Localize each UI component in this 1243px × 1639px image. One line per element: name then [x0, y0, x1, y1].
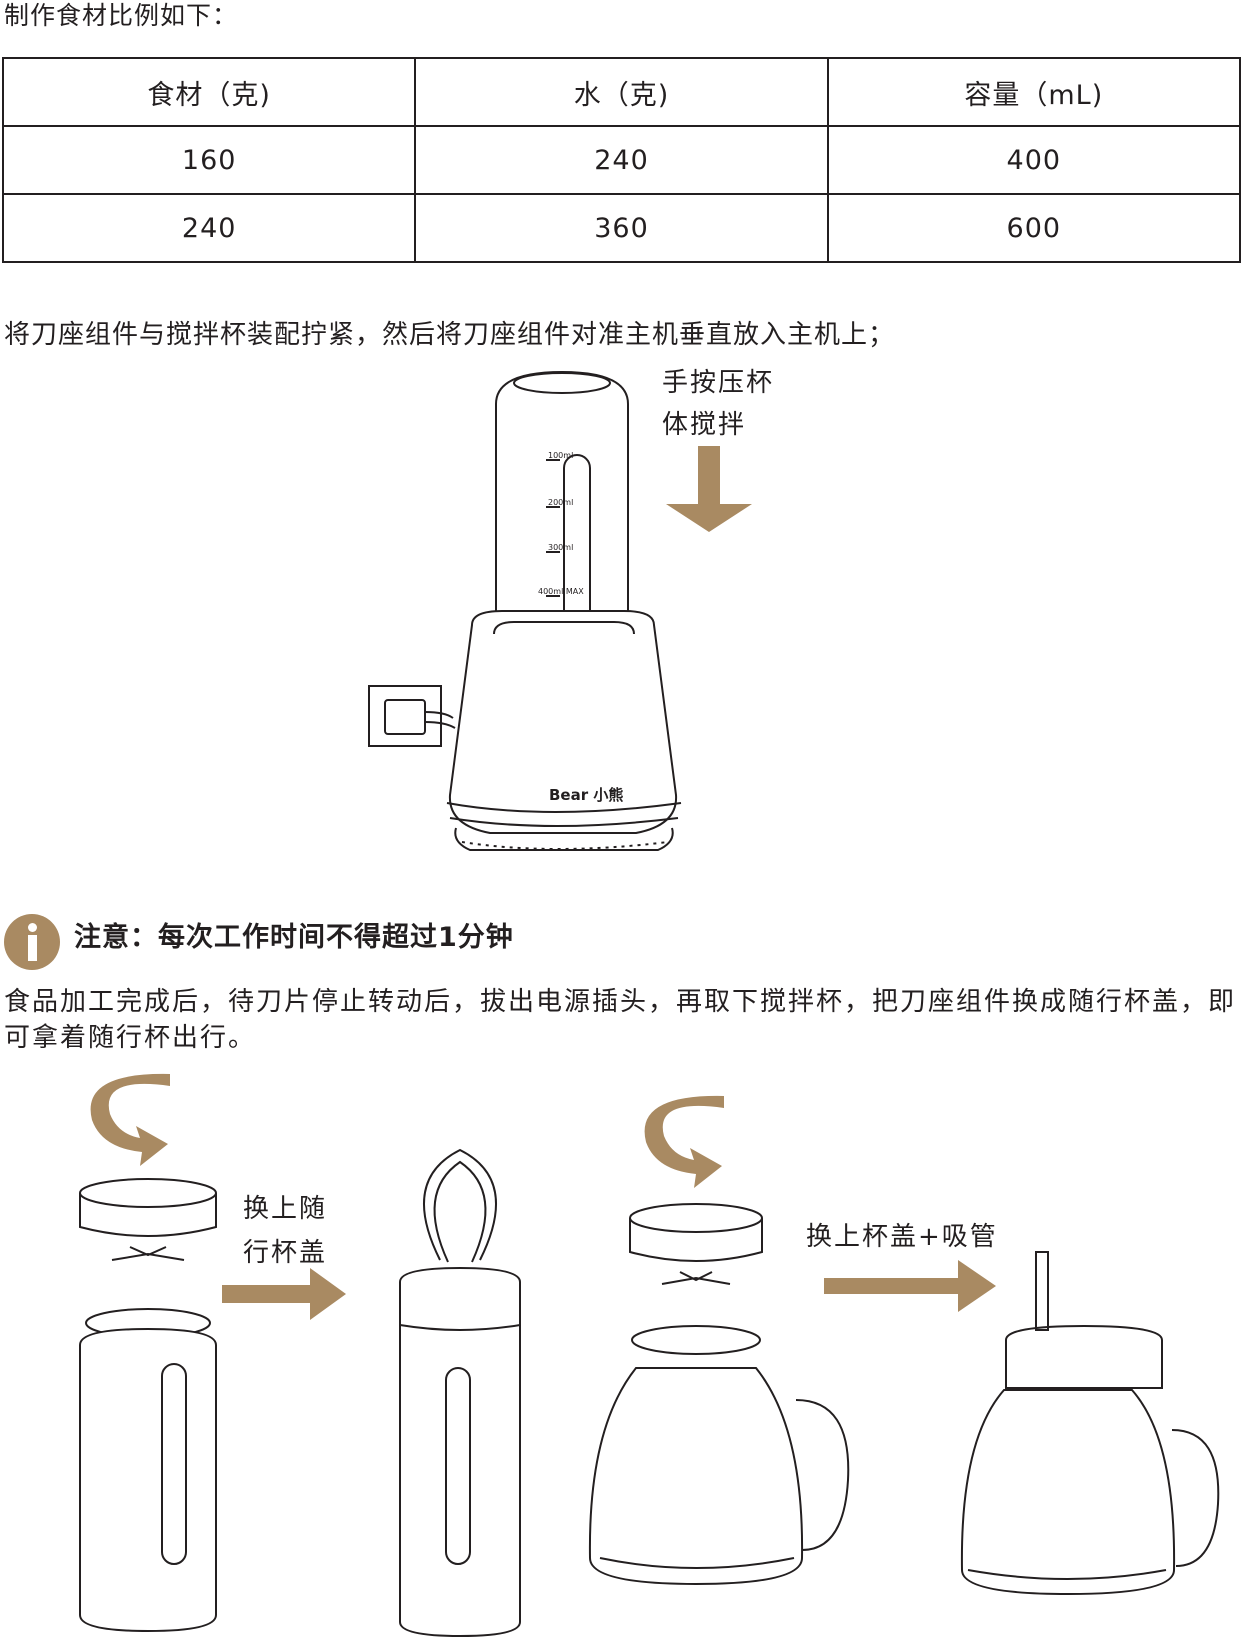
table-row: 240 360 600 [1, 193, 1242, 263]
travel-cup-body [79, 1308, 217, 1633]
press-down-arrow-icon [666, 446, 752, 532]
brand-logo: Bear 小熊 [549, 786, 623, 804]
note-title: 注意：每次工作时间不得超过1分钟 [74, 922, 514, 953]
note-body: 食品加工完成后，待刀片停止转动后，拔出电源插头，再取下搅拌杯，把刀座组件换成随行… [4, 987, 1237, 1053]
table-row: 160 240 400 [1, 125, 1242, 195]
caption-left-line2: 行杯盖 [243, 1238, 328, 1268]
blade-assembly-left [79, 1178, 217, 1261]
cup-scale-marks [546, 459, 560, 597]
table-header-cell: 水（克) [414, 57, 829, 127]
rotate-arrow-icon [644, 1095, 724, 1188]
scale-label: 200ml [548, 498, 573, 507]
table-cell: 400 [826, 125, 1242, 195]
press-label-line1: 手按压杯 [662, 368, 775, 398]
blender-illustration [368, 370, 752, 851]
rotate-arrow-icon [90, 1073, 170, 1166]
assembly-step-text: 将刀座组件与搅拌杯装配拧紧，然后将刀座组件对准主机垂直放入主机上； [4, 320, 896, 350]
table-cell: 360 [414, 193, 829, 263]
scale-label: 400ml MAX [538, 587, 584, 596]
table-header-row: 食材（克) 水（克) 容量（mL) [1, 57, 1242, 127]
travel-cup-with-lid [399, 1148, 521, 1638]
mug-body [588, 1325, 850, 1586]
right-arrow-icon [222, 1268, 346, 1320]
caption-right: 换上杯盖+吸管 [806, 1222, 998, 1252]
table-cell: 160 [1, 125, 417, 195]
table-header-cell: 容量（mL) [826, 57, 1242, 127]
blade-assembly-right [629, 1203, 763, 1285]
intro-text: 制作食材比例如下： [4, 1, 239, 30]
scale-label: 100ml [548, 451, 573, 460]
mug-with-straw [960, 1251, 1220, 1596]
table-cell: 600 [826, 193, 1242, 263]
table-cell: 240 [1, 193, 417, 263]
table-cell: 240 [414, 125, 829, 195]
info-icon [4, 914, 60, 970]
caption-left-line1: 换上随 [243, 1194, 328, 1224]
ingredient-ratio-table: 食材（克) 水（克) 容量（mL) 160 240 400 240 360 60… [1, 57, 1242, 263]
scale-label: 300ml [548, 543, 573, 552]
press-label-line2: 体搅拌 [662, 410, 747, 440]
right-arrow-icon [824, 1260, 996, 1312]
table-header-cell: 食材（克) [1, 57, 417, 127]
